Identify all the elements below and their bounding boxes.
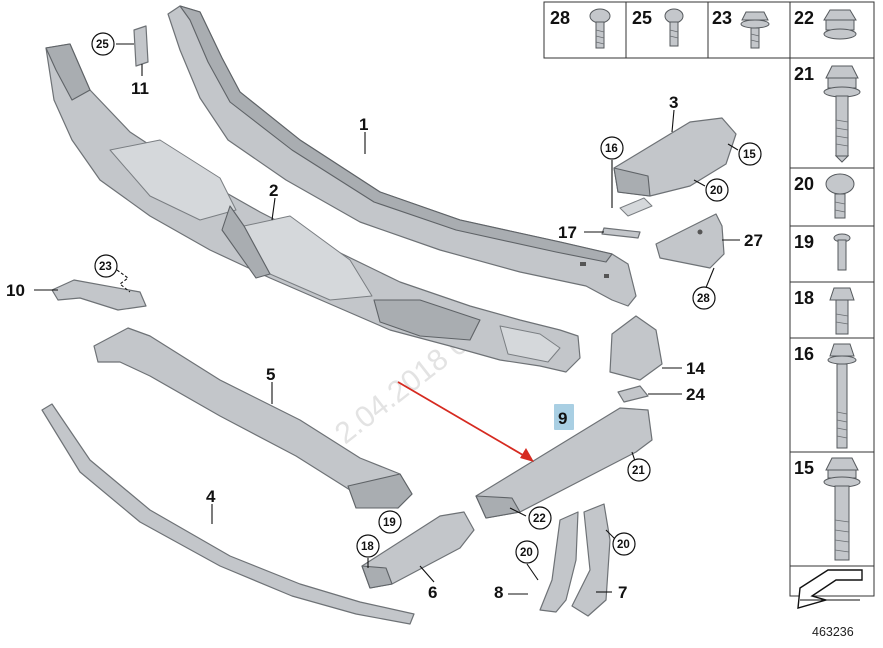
callout-10: 10 [6,281,25,300]
svg-text:20: 20 [520,547,533,559]
svg-text:19: 19 [383,517,396,529]
legend-25: 25 [632,8,652,28]
circled-25: 25 [91,32,115,56]
callout-2: 2 [269,181,278,200]
legend-23: 23 [712,8,732,28]
fastener-legend-top: 28 25 23 22 [543,1,875,59]
screw-23-icon [740,11,770,49]
screw-20-icon [825,173,855,219]
part-3-crash-box [613,117,737,217]
fastener-legend-side: 21 20 19 18 16 [789,57,875,609]
legend-22: 22 [794,8,814,28]
rivet-19-icon [833,233,851,271]
bolt-15-icon [823,457,861,561]
callout-5: 5 [266,365,275,384]
part-10-bracket [51,279,147,311]
svg-text:25: 25 [96,39,109,51]
svg-text:20: 20 [710,185,723,197]
circled-20-left: 20 [515,540,539,564]
legend-15: 15 [794,458,814,478]
circled-19: 19 [378,510,402,534]
svg-text:20: 20 [617,539,630,551]
part-4-lower-strip [41,403,415,625]
svg-text:16: 16 [605,143,618,155]
circled-15: 15 [738,142,762,166]
circled-18: 18 [356,534,380,558]
circled-23: 23 [94,254,118,278]
svg-text:15: 15 [743,149,756,161]
part-1-bumper-carrier [167,5,637,307]
circled-22: 22 [528,506,552,530]
callout-numbers: 1 2 3 4 5 6 7 8 10 11 14 17 24 27 9 [6,79,763,602]
svg-text:22: 22 [533,513,546,525]
red-pointer-arrow [397,381,534,462]
callout-7: 7 [618,583,627,602]
direction-arrow-icon [797,569,863,609]
circled-28: 28 [692,286,716,310]
legend-20: 20 [794,174,814,194]
callout-27: 27 [744,231,763,250]
legend-16: 16 [794,344,814,364]
svg-text:23: 23 [99,261,112,273]
bolt-16-icon [827,343,857,449]
nut-22-icon [823,9,857,40]
part-7-8-brackets [539,503,611,617]
callout-4: 4 [206,487,216,506]
part-6-lower-crash-box [361,511,475,589]
circled-21: 21 [627,458,651,482]
screw-28-icon [589,8,611,49]
svg-text:28: 28 [697,293,710,305]
circled-numbers: 25 23 16 15 20 28 21 22 [91,32,762,564]
part-24-plate [617,385,649,403]
bolt-18-icon [829,287,855,335]
circled-20-top: 20 [705,178,729,202]
svg-text:21: 21 [632,465,645,477]
part-17-plate [601,227,641,239]
callout-1: 1 [359,115,368,134]
part-2-energy-absorber [45,43,581,373]
callout-11: 11 [131,79,149,98]
part-14-bracket [609,315,663,381]
legend-19: 19 [794,232,814,252]
callout-14: 14 [686,359,705,378]
callout-8: 8 [494,583,503,602]
bolt-21-icon [823,65,861,163]
circled-16: 16 [600,136,624,160]
part-11-bracket [133,25,149,67]
part-27-bracket [655,213,725,269]
legend-18: 18 [794,288,814,308]
legend-28: 28 [550,8,570,28]
diagram-id: 463236 [812,625,854,639]
leader-lines [34,43,740,595]
part-5-lower-crossmember [93,327,413,509]
legend-21: 21 [794,64,814,84]
screw-25-icon [664,8,684,47]
svg-text:18: 18 [361,541,374,553]
callout-6: 6 [428,583,437,602]
callout-9-highlight [554,404,574,430]
callout-9: 9 [558,409,567,428]
callout-24: 24 [686,385,705,404]
callout-17: 17 [558,223,577,242]
part-9-side-member [475,407,653,519]
circled-20-right: 20 [612,532,636,556]
callout-3: 3 [669,93,678,112]
